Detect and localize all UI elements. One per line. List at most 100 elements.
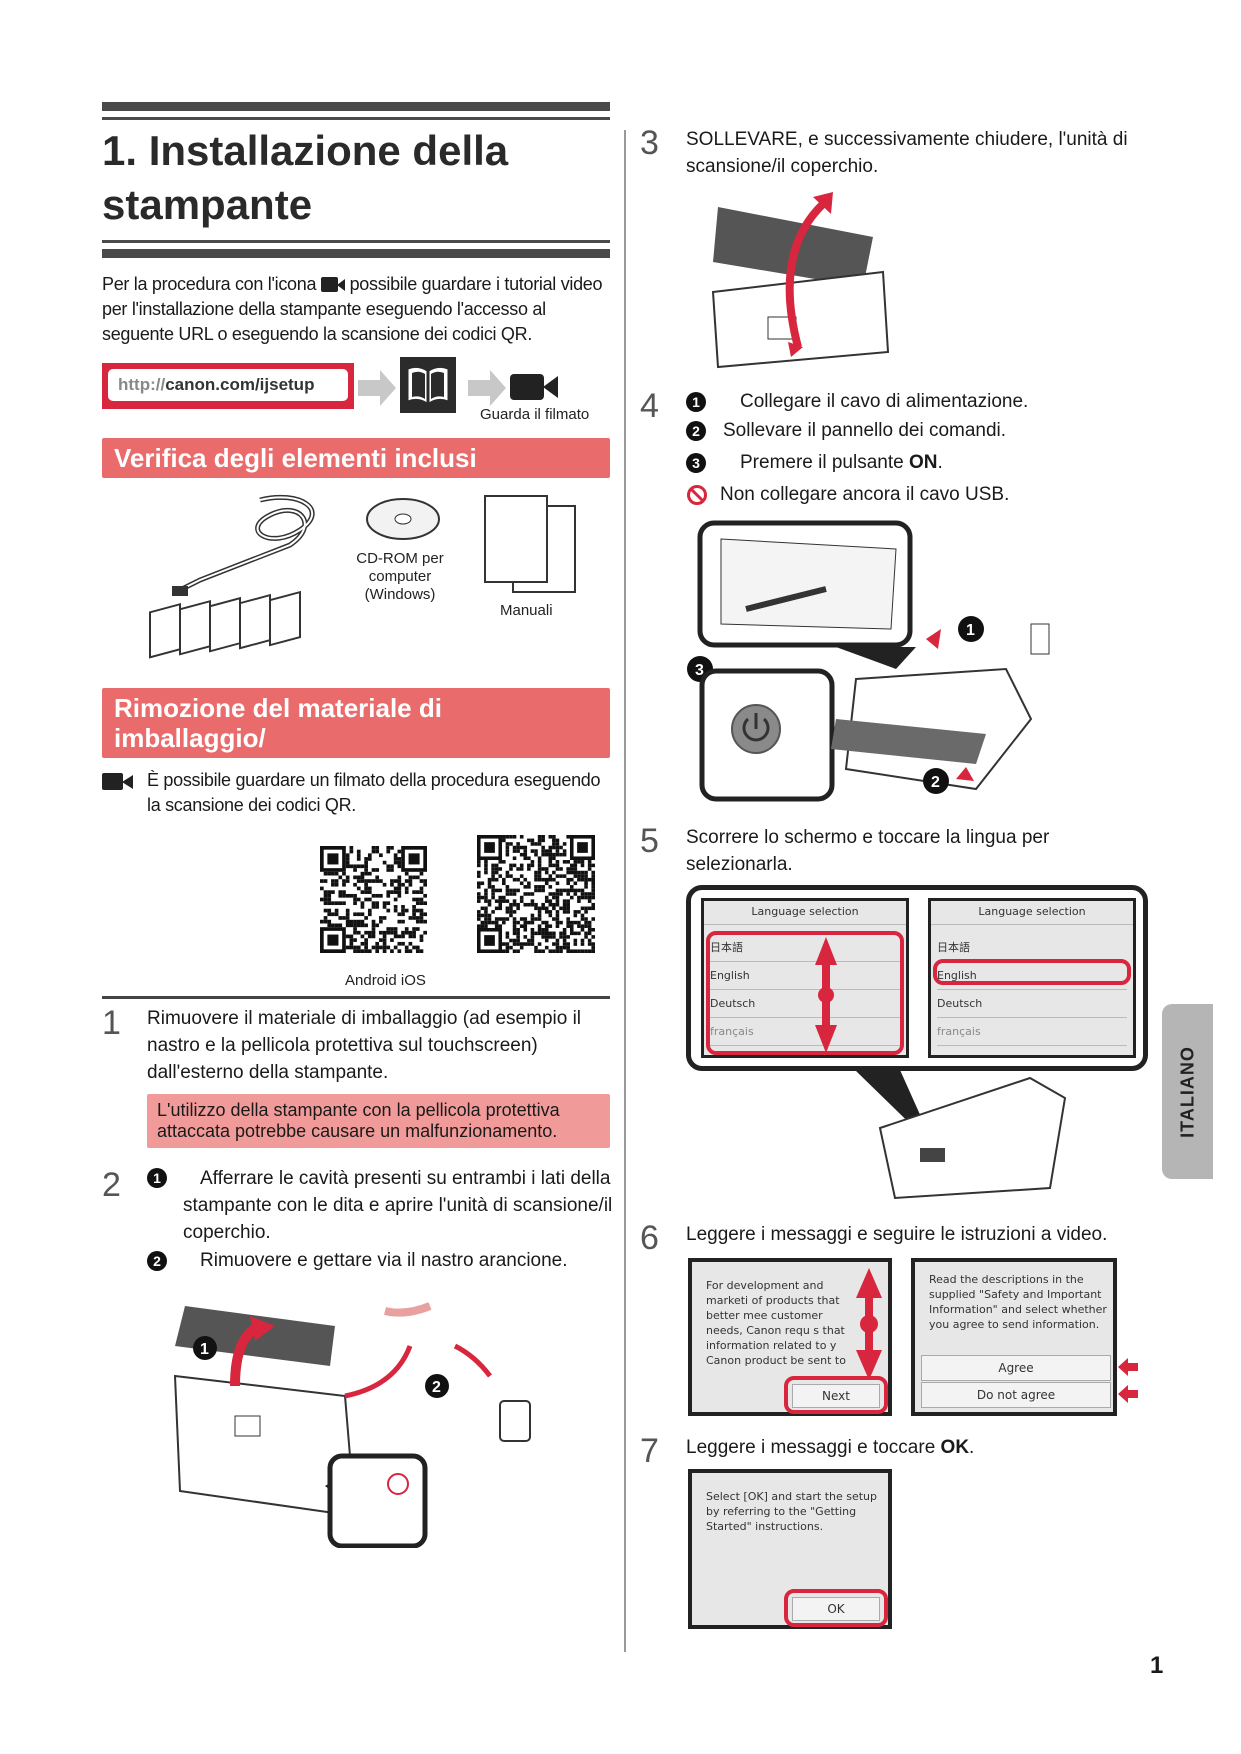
section-divider — [102, 996, 610, 999]
scroll-arrows-icon — [815, 937, 837, 1053]
manuals-icon — [484, 495, 576, 593]
screen-agreement: Read the descriptions in the supplied "S… — [911, 1258, 1117, 1416]
step4-warning: Non collegare ancora il cavo USB. — [720, 484, 1010, 505]
highlight-ring — [933, 959, 1131, 985]
marker-2-icon: 2 — [147, 1251, 167, 1271]
language-option[interactable]: Deutsch — [710, 991, 900, 1018]
screen6a-text: For development and marketi of products … — [706, 1279, 846, 1367]
language-option[interactable]: français — [937, 1019, 1127, 1046]
svg-text:2: 2 — [432, 1379, 441, 1396]
language-option[interactable]: English — [710, 963, 900, 990]
arrow-right-icon — [358, 370, 396, 406]
step-number: 6 — [640, 1219, 659, 1257]
prohibited-icon — [687, 485, 707, 505]
title-rule-bottom-thin — [102, 240, 610, 243]
language-option[interactable]: Deutsch — [937, 991, 1127, 1018]
do-not-agree-button[interactable]: Do not agree — [921, 1382, 1111, 1408]
step5-text: Scorrere lo schermo e toccare la lingua … — [686, 827, 1050, 875]
intro-paragraph: Per la procedura con l'icona possibile g… — [102, 272, 612, 347]
svg-text:2: 2 — [931, 774, 940, 791]
step7-text-main: Leggere i messaggi e toccare — [686, 1437, 941, 1458]
language-side-tab[interactable]: ITALIANO — [1162, 1004, 1213, 1179]
banner-line2: Accensione della stampante — [114, 753, 464, 783]
ok-button[interactable]: OK — [792, 1597, 880, 1621]
video-camera-icon — [102, 773, 133, 790]
language-option[interactable]: 日本語 — [710, 935, 900, 962]
step-number: 3 — [640, 124, 659, 162]
next-button[interactable]: Next — [792, 1384, 880, 1408]
url-link[interactable]: canon.com/ijsetup — [165, 375, 315, 394]
step4-item1: Collegare il cavo di alimentazione. — [740, 391, 1029, 412]
printer-illustration — [855, 1070, 1067, 1200]
language-screen-title: Language selection — [704, 905, 906, 925]
marker-2-icon: 2 — [686, 421, 706, 441]
title-rule-top-thin — [102, 117, 610, 120]
highlight-ring — [784, 1589, 888, 1627]
intro-text-2: possibile guardare i tutorial video per … — [102, 274, 603, 344]
video-note: È possibile guardare un filmato della pr… — [147, 770, 601, 815]
step7-text: Leggere i messaggi e toccare OK. — [686, 1434, 974, 1461]
book-icon — [400, 357, 456, 413]
intro-text-1: Per la procedura con l'icona — [102, 274, 317, 294]
video-camera-icon — [320, 277, 345, 292]
highlight-ring — [784, 1376, 888, 1414]
screen6b-text: Read the descriptions in the supplied "S… — [929, 1273, 1107, 1331]
language-option[interactable]: français — [710, 1019, 900, 1046]
step7-ok-label: OK — [940, 1437, 970, 1458]
qr-label: Android iOS — [345, 972, 426, 989]
pointer-arrows-icon — [1118, 1358, 1138, 1403]
step-number: 4 — [640, 387, 659, 425]
marker-1-icon: 1 — [147, 1168, 167, 1188]
step4-item3: Premere il pulsante ON. — [740, 449, 943, 476]
step3-text: SOLLEVARE, e successivamente chiudere, l… — [686, 129, 1128, 177]
step4-item3-end: . — [937, 452, 943, 473]
language-option[interactable]: English — [937, 963, 1127, 990]
marker-3-icon: 3 — [686, 453, 706, 473]
title-rule-top — [102, 102, 610, 111]
page-number: 1 — [1150, 1652, 1164, 1679]
step-number: 7 — [640, 1432, 659, 1470]
scroll-arrows-icon — [856, 1268, 882, 1380]
page-title-line2: stampante — [102, 181, 313, 228]
qr-code-android[interactable] — [320, 846, 427, 953]
agree-button[interactable]: Agree — [921, 1355, 1111, 1381]
page-title: 1. Installazione della stampante — [102, 124, 508, 232]
svg-text:1: 1 — [200, 1341, 209, 1358]
highlight-ring — [706, 931, 904, 1055]
page-title-line1: 1. Installazione della — [102, 127, 509, 174]
cd-rom-label: CD-ROM per computer (Windows) — [356, 550, 444, 603]
svg-text:3: 3 — [695, 662, 704, 679]
screen-ok: Select [OK] and start the setup by refer… — [688, 1469, 892, 1629]
power-on-illustration: 1 3 2 — [687, 520, 1050, 802]
manuals-label: Manuali — [500, 602, 553, 619]
warning-note: L'utilizzo della stampante con la pellic… — [147, 1094, 610, 1148]
screen-data-collection: For development and marketi of products … — [688, 1258, 892, 1416]
step6-text: Leggere i messaggi e seguire le istruzio… — [686, 1224, 1108, 1245]
step7-text-end: . — [969, 1437, 975, 1458]
step4-item3-text: Premere il pulsante — [740, 452, 909, 473]
step2-item1: Afferrare le cavità presenti su entrambi… — [183, 1168, 613, 1243]
screen7-text: Select [OK] and start the setup by refer… — [706, 1490, 878, 1533]
url-prefix: http:// — [118, 375, 166, 394]
watch-video-label: Guarda il filmato — [480, 406, 590, 423]
step1-text: Rimuovere il materiale di imballaggio (a… — [147, 1008, 582, 1083]
cable-and-cartridges-illustration — [149, 494, 315, 659]
url-box[interactable]: http://canon.com/ijsetup — [102, 363, 354, 409]
banner-line1: Rimozione del materiale di imballaggio/ — [114, 693, 442, 753]
language-option[interactable]: 日本語 — [937, 935, 1127, 962]
section-banner-included-items: Verifica degli elementi inclusi — [102, 438, 610, 478]
remove-tape-illustration: 1 2 — [173, 1302, 531, 1548]
step4-item2: Sollevare il pannello dei comandi. — [723, 420, 1007, 441]
section-banner-unpacking: Rimozione del materiale di imballaggio/ … — [102, 688, 610, 783]
step2-item2: Rimuovere e gettare via il nastro aranci… — [200, 1250, 568, 1271]
step-number: 2 — [102, 1166, 121, 1204]
step-number: 1 — [102, 1004, 121, 1042]
title-rule-bottom — [102, 249, 610, 258]
qr-code-ios[interactable] — [477, 835, 597, 953]
arrow-right-icon — [468, 370, 506, 406]
step-number: 5 — [640, 822, 659, 860]
on-button-label: ON — [908, 452, 938, 473]
